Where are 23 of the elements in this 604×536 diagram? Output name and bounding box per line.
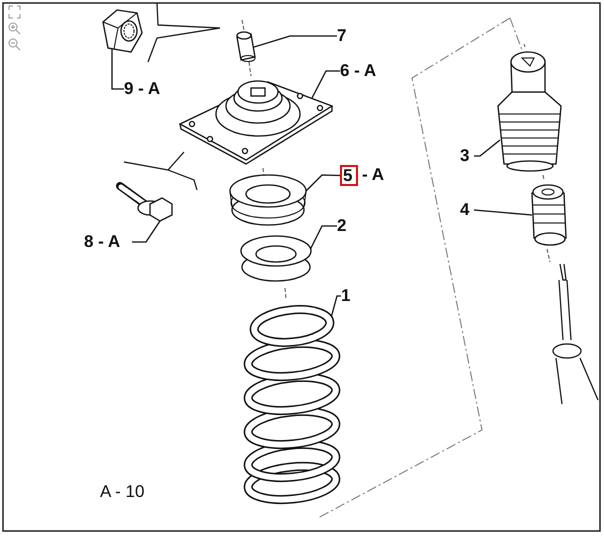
callout-number: 1 xyxy=(341,286,355,306)
leader-line xyxy=(132,220,161,243)
nut-drawing xyxy=(100,8,144,55)
leader-line xyxy=(474,140,500,157)
leader-line xyxy=(111,48,124,90)
leader-line xyxy=(311,70,340,98)
leader-line xyxy=(306,174,340,192)
coil-spring-drawing xyxy=(243,302,339,507)
callout-number: 4 xyxy=(460,200,474,220)
leader-line xyxy=(474,209,532,216)
bolt-drawing xyxy=(115,180,175,224)
callout-number: 2 xyxy=(337,216,351,236)
page-code: A - 10 xyxy=(100,482,144,502)
callout-number: 7 xyxy=(337,26,351,46)
callout-number: 8 - A xyxy=(84,232,132,252)
callout-number: 3 xyxy=(460,146,474,166)
leader-line xyxy=(254,35,337,48)
callout-suffix: - A xyxy=(362,165,384,185)
leader-line xyxy=(309,225,337,250)
callout-number: 9 - A xyxy=(124,79,172,99)
callout-number: 5 xyxy=(340,165,358,186)
leader-line xyxy=(330,295,341,318)
callout-number: 6 - A xyxy=(340,61,388,81)
